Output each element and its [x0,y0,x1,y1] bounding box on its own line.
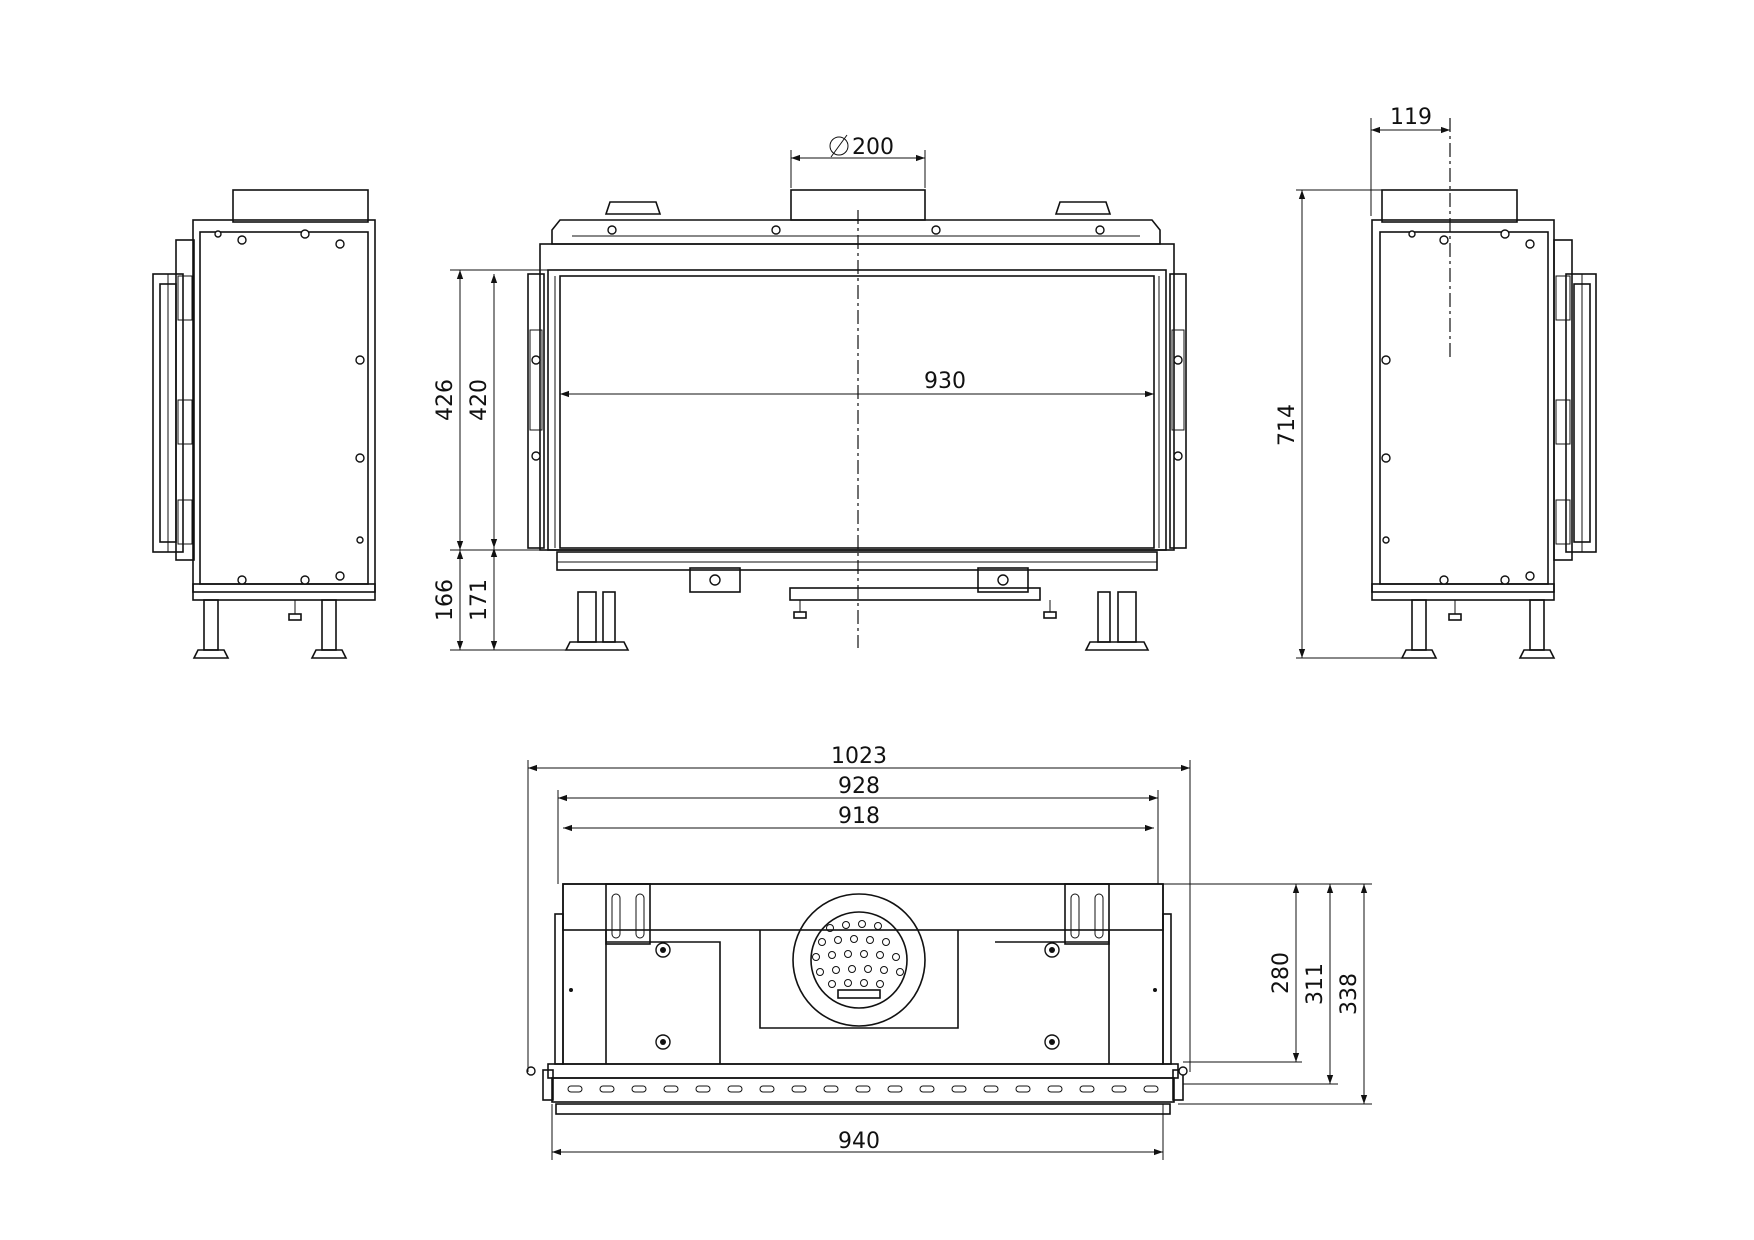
dimension-lines [450,118,1450,1160]
dim-offset-119: 119 [1390,105,1432,130]
dim-width-930: 930 [924,369,966,394]
front-view [527,189,1187,651]
dim-flue-diameter: 200 [852,135,894,160]
dim-width-918: 918 [838,804,880,829]
dim-width-940: 940 [838,1129,880,1154]
top-view [526,883,1188,1115]
dim-total-height-714: 714 [1275,404,1300,446]
dim-height-426: 426 [433,379,458,421]
dim-depth-311: 311 [1303,963,1328,1005]
dimension-labels: 200 930 426 420 166 171 714 119 1023 928… [433,105,1432,1154]
dim-height-171: 171 [467,579,492,621]
dim-height-420: 420 [467,379,492,421]
dim-width-1023: 1023 [831,744,887,769]
diameter-symbol [829,134,849,158]
dim-depth-280: 280 [1269,952,1294,994]
dim-width-928: 928 [838,774,880,799]
left-side-view [152,189,376,659]
right-side-view [1371,118,1597,659]
dim-height-166: 166 [433,579,458,621]
dim-depth-338: 338 [1337,973,1362,1015]
